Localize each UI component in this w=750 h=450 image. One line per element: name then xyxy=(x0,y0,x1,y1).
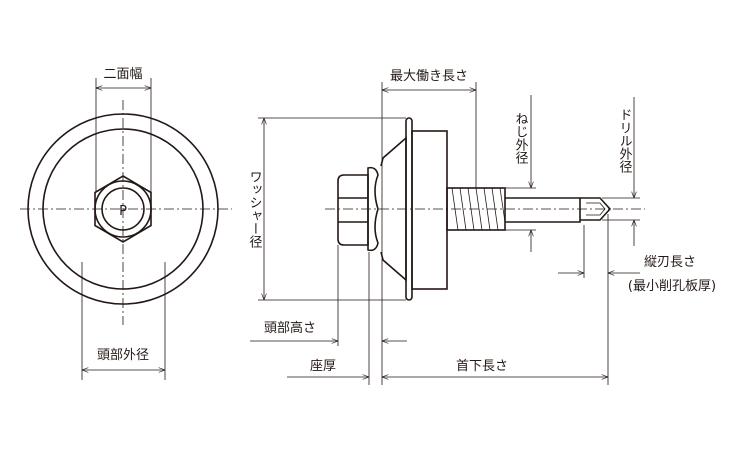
thread-outer-diameter-label: ねじ外径 xyxy=(513,112,529,164)
side-view: ワッシャー径 最大働き長さ ねじ外径 ドリル外径 縦刃長さ (最小削孔板厚) 頭… xyxy=(247,69,716,385)
head-height-label: 頭部高さ xyxy=(264,320,316,336)
max-working-length-label: 最大働き長さ xyxy=(390,69,468,84)
flange xyxy=(367,166,379,252)
drill-outer-diameter-label: ドリル外径 xyxy=(617,108,633,173)
seat-thickness-label: 座厚 xyxy=(310,359,336,374)
shank xyxy=(505,197,581,223)
hex-flange-circle xyxy=(94,180,152,238)
under-head-length-label: 首下長さ xyxy=(456,359,508,374)
top-view: P 二面幅 頭部外径 xyxy=(20,67,232,380)
head-outer-diameter-label: 頭部外径 xyxy=(97,348,149,363)
seal-circle xyxy=(42,128,204,290)
head-mark: P xyxy=(119,204,127,219)
head-mark-circle xyxy=(101,187,145,231)
hex-head xyxy=(94,175,152,243)
thread-lines xyxy=(451,187,506,231)
flute-length-note: (最小削孔板厚) xyxy=(628,279,716,294)
drill-tip xyxy=(580,197,612,221)
flute-length-label: 縦刃長さ xyxy=(644,255,696,270)
seal-rubber xyxy=(411,130,448,290)
hex-head-side xyxy=(337,174,369,246)
across-flats-label: 二面幅 xyxy=(103,67,142,82)
washer-outer-circle xyxy=(27,113,219,305)
washer-diameter-label: ワッシャー径 xyxy=(247,170,263,248)
